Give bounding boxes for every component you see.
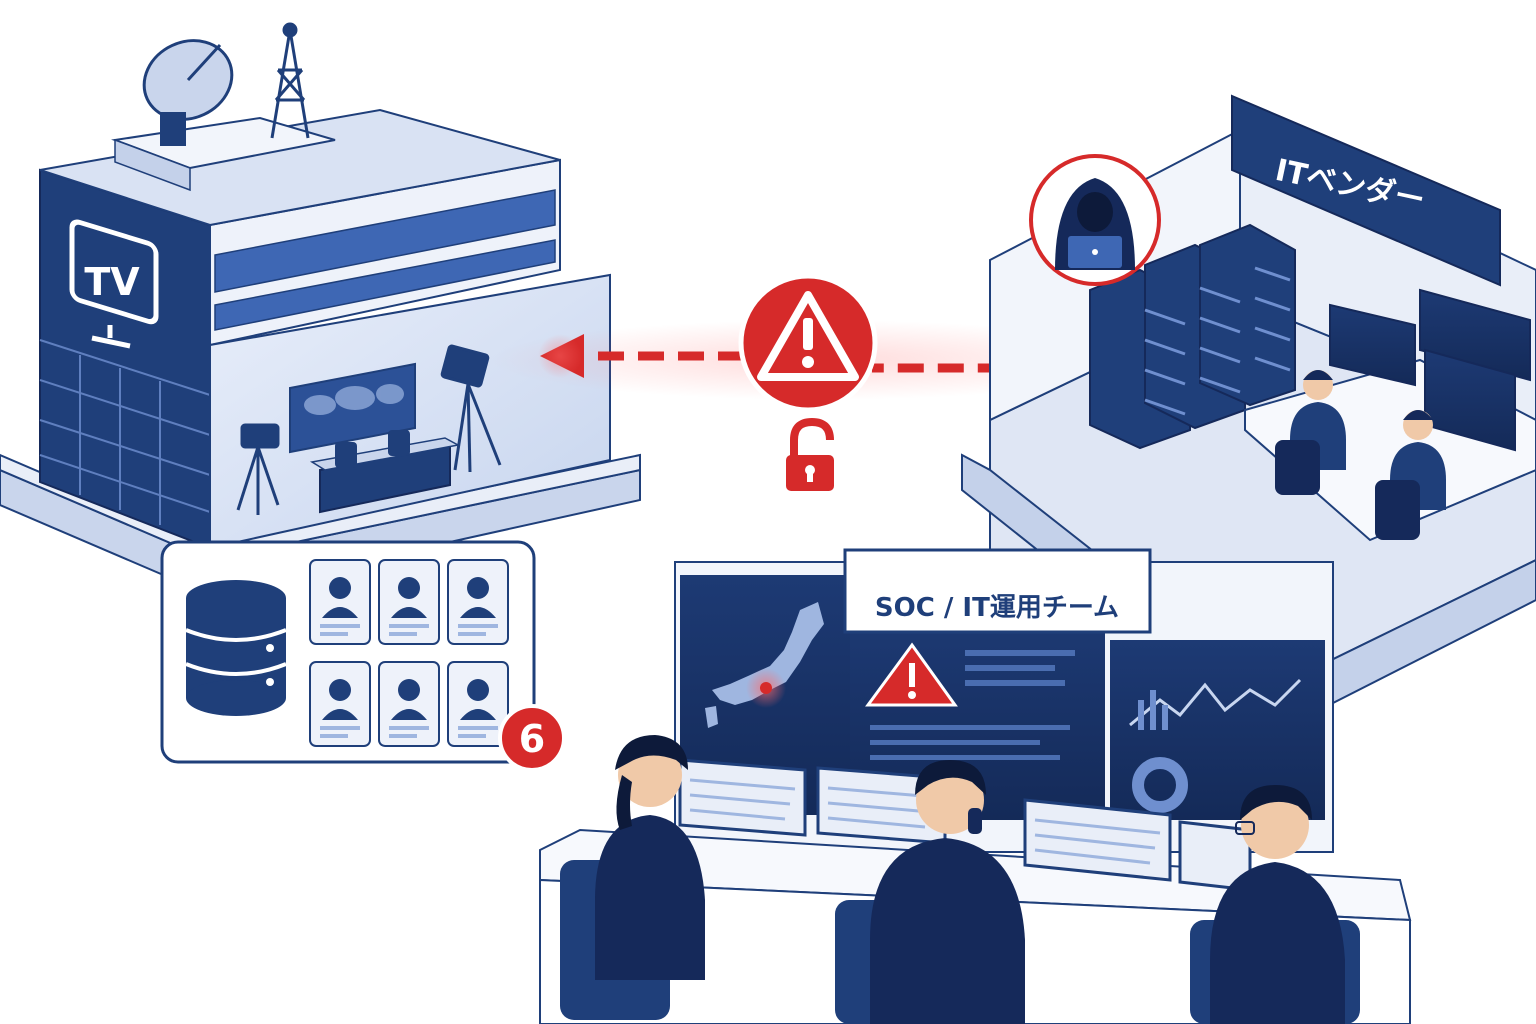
vendor-monitors	[1329, 288, 1531, 452]
unlocked-padlock-icon	[786, 417, 834, 491]
soc-operator-woman	[560, 735, 705, 1020]
antenna-tower-icon	[270, 22, 310, 139]
database-icon	[185, 580, 287, 716]
vendor-worker	[1275, 370, 1346, 495]
profile-card	[378, 661, 440, 747]
tv-sign: TV	[69, 219, 159, 349]
profile-card	[309, 661, 371, 747]
profile-card	[378, 559, 440, 645]
profile-card	[309, 559, 371, 645]
vendor-worker	[1375, 410, 1446, 540]
soc-area: SOC / IT運用チーム	[539, 548, 1412, 1024]
vendor-banner: ITベンダー	[1231, 94, 1501, 287]
hooded-hacker-icon	[1029, 154, 1161, 286]
breach-count-label: 6	[519, 717, 545, 761]
japan-map-icon	[705, 602, 824, 728]
tv-sign-label: TV	[84, 260, 140, 304]
tv-station-building: TV	[0, 22, 641, 597]
profile-cards	[309, 559, 509, 747]
data-breach-panel: 6	[160, 540, 566, 772]
soc-warning-icon	[865, 642, 958, 707]
soc-banner: SOC / IT運用チーム	[843, 548, 1152, 634]
profile-card	[447, 661, 509, 747]
soc-monitors	[678, 758, 1252, 892]
soc-operator-phone	[835, 760, 1025, 1024]
attack-path	[490, 273, 1150, 491]
warning-triangle-icon	[738, 273, 878, 413]
satellite-dish-icon	[142, 39, 234, 146]
studio-light-icon	[440, 344, 502, 473]
profile-card	[447, 559, 509, 645]
soc-operator-glasses	[1190, 785, 1360, 1024]
breach-count-badge: 6	[498, 704, 566, 772]
soc-label: SOC / IT運用チーム	[875, 593, 1119, 623]
tv-camera-icon	[236, 423, 280, 515]
